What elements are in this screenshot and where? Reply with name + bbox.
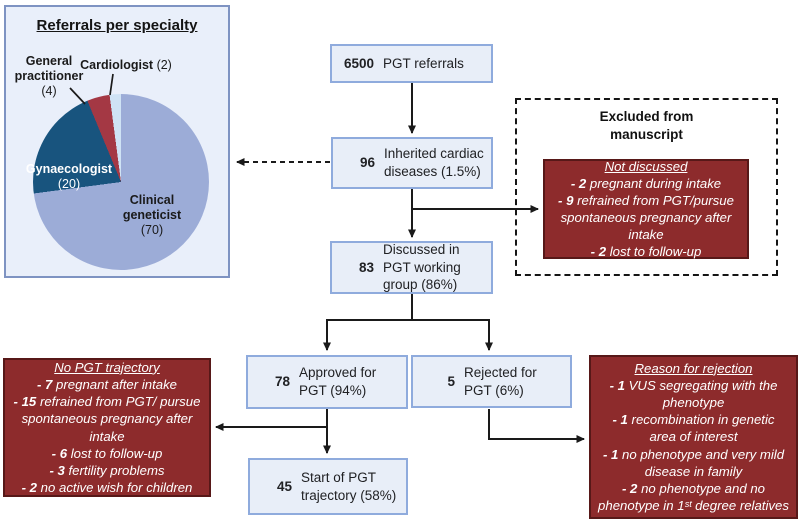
flow-box-pgt-referrals: 6500 PGT referrals <box>330 44 493 83</box>
pie-label-cardiologist: Cardiologist (2) <box>80 58 172 72</box>
list-item: - 1 recombination in genetic area of int… <box>612 412 775 445</box>
leader-general-practitioner <box>69 87 86 105</box>
rejection-title: Reason for rejection <box>634 360 753 376</box>
list-item: - 1 no phenotype and very mild disease i… <box>602 446 785 479</box>
pie-label-clinical-geneticist: Clinical geneticist (70) <box>122 193 182 237</box>
flow-box-rejected: 5 Rejected for PGT (6%) <box>411 355 572 408</box>
label-rejected: Rejected for PGT (6%) <box>464 364 537 398</box>
count-5: 5 <box>447 373 455 389</box>
count-83: 83 <box>358 259 374 275</box>
red-box-not-discussed: Not discussed - 2 pregnant during intake… <box>543 159 749 259</box>
count-6500: 6500 <box>344 55 375 71</box>
list-item: - 2 pregnant during intake <box>570 175 722 191</box>
label-inherited-cardiac: Inherited cardiac diseases (1.5%) <box>384 146 484 179</box>
label-pgt-referrals: PGT referrals <box>383 55 464 71</box>
flow-box-inherited-cardiac: 96 Inherited cardiac diseases (1.5%) <box>331 137 493 189</box>
list-item: - 9 refrained from PGT/pursue spontaneou… <box>558 192 734 243</box>
count-78: 78 <box>274 374 290 390</box>
flow-box-discussed-pgt: 83 Discussed in PGT working group (86%) <box>330 241 493 294</box>
count-96: 96 <box>359 155 375 171</box>
label-start-trajectory: Start of PGT trajectory (58%) <box>301 469 397 503</box>
red-box-no-pgt-trajectory: No PGT trajectory - 7 pregnant after int… <box>3 358 211 497</box>
list-item: - 1 VUS segregating with the phenotype <box>609 377 778 411</box>
excluded-from-manuscript-container: Excluded from manuscript <box>515 98 778 276</box>
pie-label-gynaecologist: Gynaecologist (20) <box>25 162 113 191</box>
pie-title: Referrals per specialty <box>36 17 198 34</box>
flow-box-approved: 78 Approved for PGT (94%) <box>246 355 408 409</box>
referrals-pie-chart <box>33 94 209 270</box>
label-approved: Approved for PGT (94%) <box>299 365 377 398</box>
list-item: - 2 no active wish for children <box>21 479 193 495</box>
no-pgt-title: No PGT trajectory <box>54 359 160 375</box>
leader-cardiologist <box>109 73 114 96</box>
red-box-reason-for-rejection: Reason for rejection - 1 VUS segregating… <box>589 355 798 519</box>
list-item: - 6 lost to follow-up <box>51 445 163 461</box>
flow-box-start-trajectory: 45 Start of PGT trajectory (58%) <box>248 458 408 515</box>
list-item: - 15 refrained from PGT/ pursue spontane… <box>13 394 201 444</box>
list-item: - 3 fertility problems <box>49 462 165 478</box>
not-discussed-title: Not discussed <box>604 158 688 174</box>
list-item: - 7 pregnant after intake <box>36 377 178 393</box>
referrals-pie-panel: Referrals per specialty General practiti… <box>4 5 230 278</box>
list-item: - 2 no phenotype and no phenotype in 1ˢᵗ… <box>598 480 789 514</box>
excluded-heading: Excluded from manuscript <box>599 109 694 143</box>
label-discussed-pgt: Discussed in PGT working group (86%) <box>383 242 461 293</box>
count-45: 45 <box>276 478 292 494</box>
pie-label-general-practitioner: General practitioner (4) <box>14 54 84 98</box>
list-item: - 2 lost to follow-up <box>590 244 702 260</box>
pie-leader-lines <box>69 73 114 105</box>
